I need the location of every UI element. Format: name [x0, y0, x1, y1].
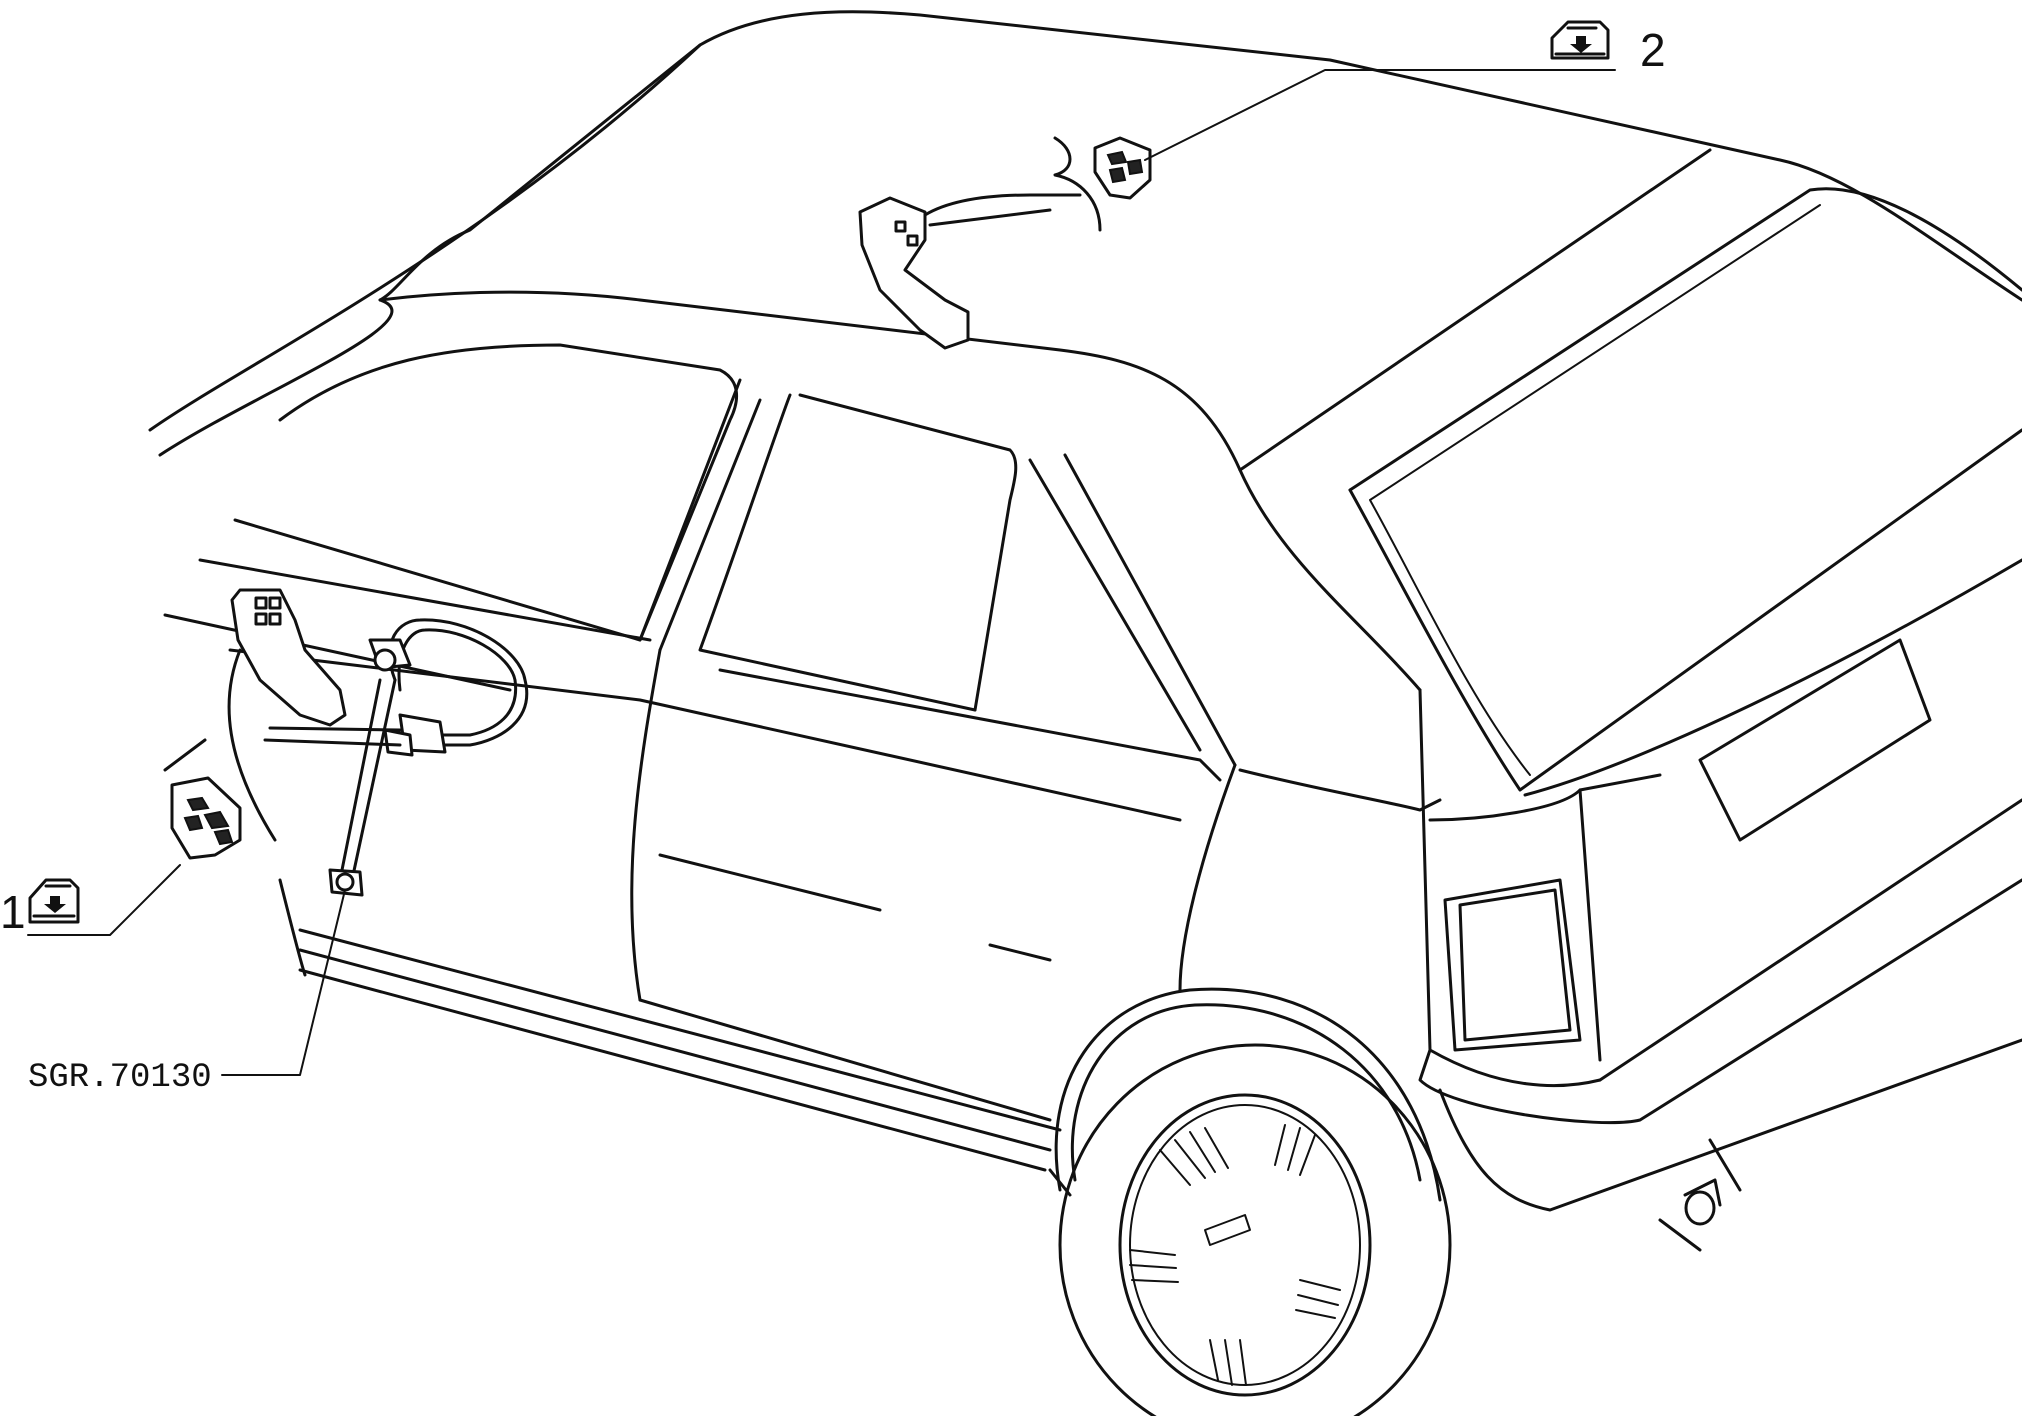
callout-1[interactable]: 1: [0, 864, 181, 938]
callout-number-1: 1: [0, 886, 26, 938]
callout-number-2: 2: [1640, 24, 1666, 76]
callout-2[interactable]: 2: [1144, 20, 1666, 161]
window-lift-icon: [1550, 20, 1610, 60]
leader-line-2: [1144, 69, 1616, 161]
car-line-drawing: [148, 10, 2022, 1416]
window-lift-icon: [28, 878, 80, 924]
rear-armrest: [858, 196, 970, 350]
leader-line-reference: [221, 889, 346, 1076]
front-armrest: [230, 588, 347, 727]
reference-code: SGR.70130: [28, 1059, 212, 1097]
reference-callout[interactable]: SGR.70130: [28, 889, 346, 1097]
window-regulator-assembly: [163, 136, 1152, 897]
leader-line-1: [27, 864, 181, 936]
